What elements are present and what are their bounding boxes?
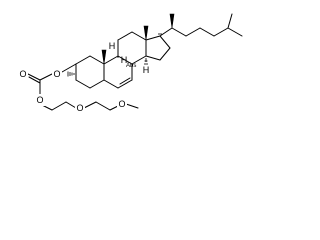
- c10-methyl-wedge: [101, 49, 107, 65]
- ester-oxygen-label: O: [53, 69, 60, 79]
- abs-stereo-label: Abs: [126, 63, 136, 69]
- chain-oxygen-2-label: O: [76, 103, 83, 113]
- h9-label: H: [109, 41, 116, 51]
- c5-c6-double-bond: [119, 77, 131, 85]
- h14-label: H: [143, 65, 150, 75]
- chain-oxygen-1-label: O: [36, 95, 43, 105]
- c3-o-hash: [67, 71, 75, 77]
- cholesteryl-carbonate-structure: O O O O O H H H Abs: [18, 13, 243, 114]
- ring-a: [61, 55, 105, 89]
- carbonyl-oxygen-label: O: [19, 69, 26, 79]
- c20-methyl-wedge: [169, 13, 175, 29]
- ring-d: [145, 35, 171, 61]
- carbonate-chain: [27, 73, 139, 111]
- h8-label: H: [121, 55, 128, 65]
- ring-b: [103, 55, 133, 89]
- c13-methyl-wedge: [143, 25, 149, 41]
- chain-oxygen-3-label: O: [118, 99, 125, 109]
- side-chain: [159, 13, 243, 37]
- ring-c: [117, 31, 147, 65]
- h14-hash: [144, 58, 148, 65]
